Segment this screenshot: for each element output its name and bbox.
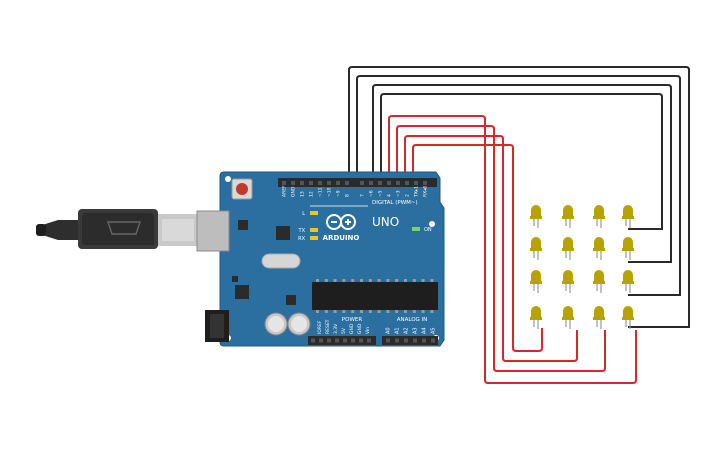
digital-pin-label: ~3 xyxy=(396,190,402,197)
power-pin-label: RESET xyxy=(325,319,331,334)
led-l xyxy=(310,211,318,215)
digital-pin-label: ~10 xyxy=(327,187,333,197)
brand-text: ARDUINO xyxy=(323,234,360,242)
header-pin xyxy=(291,181,295,185)
red-wires xyxy=(388,115,637,384)
led-tx xyxy=(310,228,318,232)
header-pin xyxy=(378,181,382,185)
crystal xyxy=(261,253,301,269)
header-pin xyxy=(423,181,427,185)
digital-pin-label: 7 xyxy=(360,194,366,197)
led xyxy=(622,237,634,260)
led xyxy=(593,205,605,228)
led xyxy=(562,237,574,260)
analog-pin-label: A0 xyxy=(386,327,392,334)
digital-pin-label: GND xyxy=(291,186,297,197)
usb-chip xyxy=(276,226,290,240)
led xyxy=(530,237,542,260)
model-text: UNO xyxy=(372,215,399,229)
header-pin xyxy=(336,181,340,185)
digital-label: DIGITAL (PWM~) xyxy=(372,200,418,206)
led xyxy=(562,270,574,293)
header-pin xyxy=(360,181,364,185)
analog-pin-label: A5 xyxy=(431,327,437,334)
mounting-hole xyxy=(225,176,231,182)
led-rx xyxy=(310,236,318,240)
header-pin xyxy=(282,181,286,185)
analog-header xyxy=(382,336,438,345)
capacitor xyxy=(287,312,311,336)
microcontroller-chip xyxy=(312,282,438,310)
header-pin xyxy=(345,181,349,185)
power-pin-label: GND xyxy=(357,323,363,334)
led xyxy=(593,270,605,293)
led xyxy=(622,270,634,293)
arduino-logo xyxy=(326,214,356,230)
power-pin-label: 5V xyxy=(341,327,347,334)
power-header xyxy=(308,336,376,345)
digital-pin-label: ~6 xyxy=(369,190,375,197)
header-pin xyxy=(318,181,322,185)
led xyxy=(530,270,542,293)
power-pin-label: 3.3V xyxy=(333,323,339,334)
led xyxy=(622,306,634,329)
led xyxy=(530,306,542,329)
digital-pin-label: ~11 xyxy=(318,187,324,197)
arduino-board: L TX RX ON ARDUINO UNO DIGITAL (PWM~) PO… xyxy=(196,171,445,347)
header-pin xyxy=(300,181,304,185)
mounting-hole xyxy=(429,221,435,227)
header-pin xyxy=(414,181,418,185)
digital-pin-label: 12 xyxy=(309,191,315,197)
header-pin xyxy=(396,181,400,185)
rx-label: RX xyxy=(298,236,305,242)
header-pin xyxy=(309,181,313,185)
digital-pin-label: AREF xyxy=(282,185,288,197)
regulator xyxy=(235,285,249,299)
power-label: POWER xyxy=(342,317,363,323)
reset-button[interactable] xyxy=(231,178,253,200)
digital-pin-label: 2 xyxy=(405,194,411,197)
usb-jack xyxy=(196,210,230,252)
led xyxy=(530,205,542,228)
led xyxy=(562,205,574,228)
digital-pin-label: RX◂0 xyxy=(423,186,429,197)
digital-pin-label: 4 xyxy=(387,194,393,197)
analog-pin-label: A3 xyxy=(413,327,419,334)
digital-pin-label: TX▸1 xyxy=(414,186,420,198)
usb-cable xyxy=(36,209,198,249)
header-pin xyxy=(327,181,331,185)
power-pin-label: Vin xyxy=(365,327,371,334)
header-pin xyxy=(369,181,373,185)
led xyxy=(562,306,574,329)
led-matrix xyxy=(530,205,634,329)
led xyxy=(622,205,634,228)
led-l-label: L xyxy=(302,211,305,217)
capacitor xyxy=(264,312,288,336)
led xyxy=(593,306,605,329)
digital-pin-label: ~9 xyxy=(336,190,342,197)
digital-header xyxy=(278,178,437,187)
analog-label: ANALOG IN xyxy=(397,317,428,323)
header-pin xyxy=(387,181,391,185)
header-pin xyxy=(405,181,409,185)
led xyxy=(593,237,605,260)
on-label: ON xyxy=(424,227,432,233)
digital-pin-label: ~5 xyxy=(378,190,384,197)
digital-pin-label: 13 xyxy=(300,191,306,197)
black-wires xyxy=(348,66,690,328)
tx-label: TX xyxy=(298,228,306,234)
analog-pin-label: A2 xyxy=(404,327,410,334)
digital-pin-label: 8 xyxy=(345,194,351,197)
led-on xyxy=(412,227,420,231)
power-pin-label: IOREF xyxy=(317,320,323,334)
power-pin-label: GND xyxy=(349,323,355,334)
analog-pin-label: A4 xyxy=(422,327,428,334)
analog-pin-label: A1 xyxy=(395,327,401,334)
